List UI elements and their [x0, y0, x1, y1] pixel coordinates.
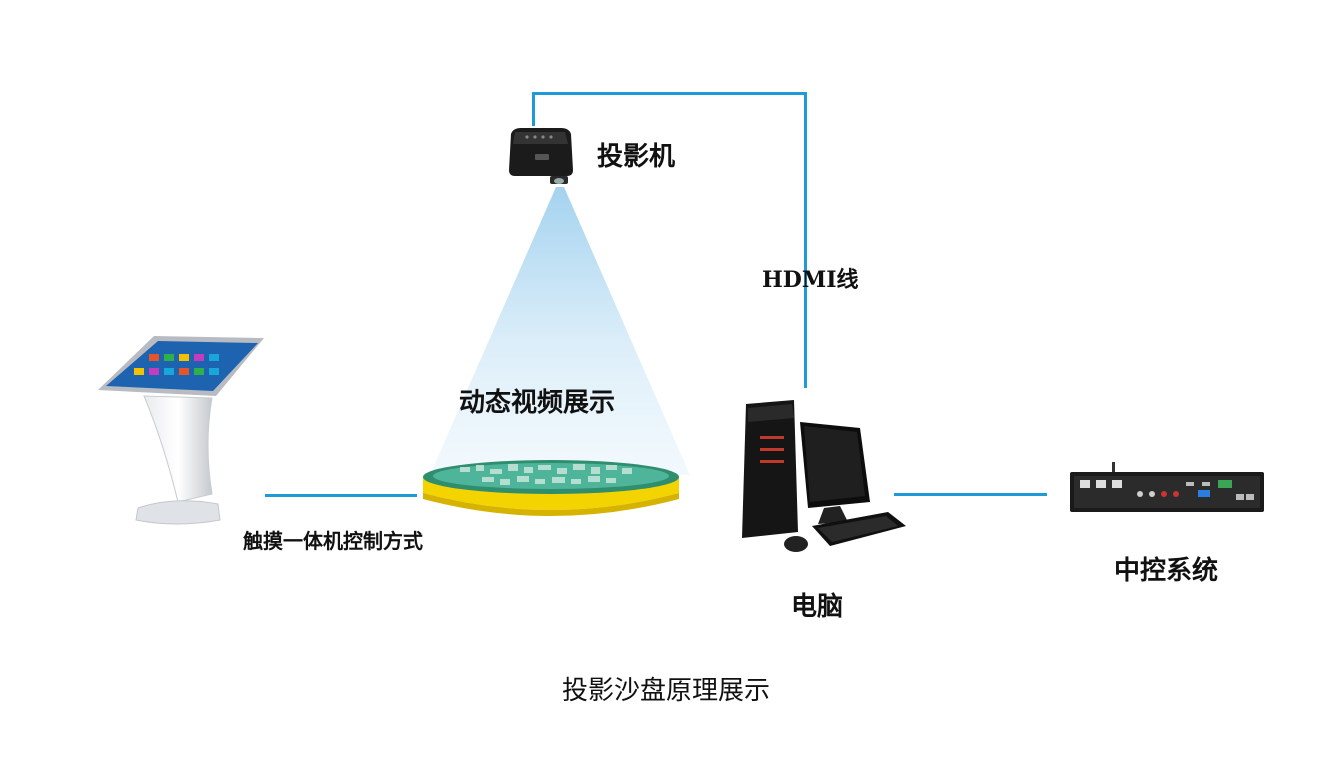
desktop-computer-icon	[742, 400, 906, 552]
central-control-label: 中控系统	[1114, 556, 1219, 586]
sandtable-label: 动态视频展示	[459, 388, 616, 418]
wire-hdmi-vertical	[804, 92, 807, 388]
sand-table-icon	[423, 460, 679, 516]
projector-label: 投影机	[597, 142, 676, 172]
computer-label: 电脑	[791, 592, 844, 622]
projection-beam	[430, 187, 690, 475]
touch-kiosk-label: 触摸一体机控制方式	[243, 529, 423, 553]
touch-kiosk-icon	[98, 336, 264, 525]
central-control-unit-icon	[1070, 462, 1264, 512]
wire-projector-top	[532, 92, 807, 95]
hdmi-cable-label: HDMI线	[762, 267, 859, 293]
diagram-title: 投影沙盘原理展示	[562, 676, 771, 706]
projector-icon	[509, 128, 573, 184]
wire-projector-down	[532, 92, 535, 126]
wire-computer-to-control	[894, 493, 1047, 496]
wire-kiosk-to-table	[265, 494, 417, 497]
